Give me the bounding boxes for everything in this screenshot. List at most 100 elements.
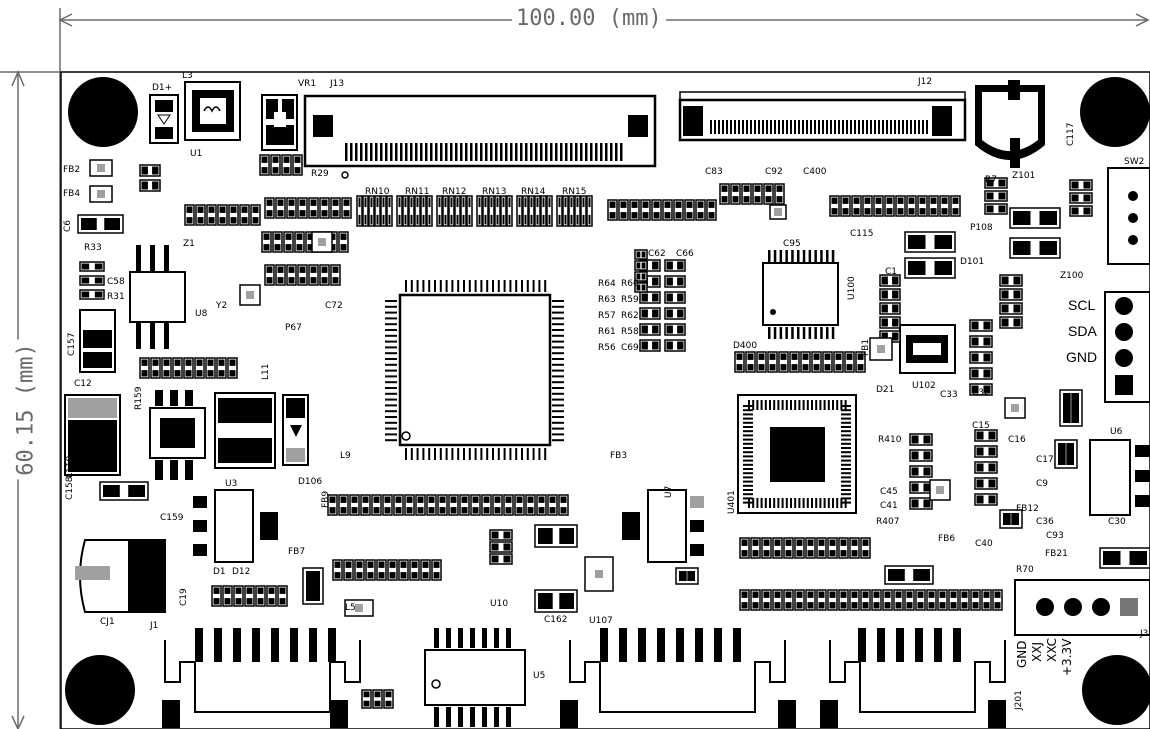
- label-u10: U10: [490, 599, 509, 609]
- ic-u100: [762, 250, 839, 339]
- label-c12: C12: [74, 379, 92, 389]
- label-c159: C159: [160, 513, 184, 523]
- power-jack-c117: [975, 80, 1045, 168]
- label-y2: Y2: [216, 301, 228, 311]
- label-j3: J3: [1140, 629, 1149, 639]
- label-d1: D1+: [152, 83, 173, 93]
- label-r159: R159: [134, 386, 144, 410]
- label-c162: C162: [544, 615, 568, 625]
- ic-u102: [899, 324, 956, 374]
- label-c66: C66: [676, 249, 694, 259]
- label-r56: R56: [598, 343, 616, 353]
- label-u8: U8: [195, 309, 208, 319]
- label-fb21: FB21: [1045, 549, 1068, 559]
- label-d12: D12: [232, 567, 251, 577]
- label-fb9: FB9: [321, 490, 331, 508]
- label-r64: R64: [598, 279, 616, 289]
- label-fb12: FB12: [1016, 504, 1039, 514]
- label-rn11: RN11: [405, 187, 430, 197]
- label-u5: U5: [533, 671, 546, 681]
- label-c16: C16: [1008, 435, 1026, 445]
- label-u1: U1: [190, 149, 203, 159]
- bottom-connector-left: [162, 640, 361, 728]
- label-r70: R70: [1016, 565, 1034, 575]
- label-c69: C69: [621, 343, 639, 353]
- label-l5: L5: [345, 603, 356, 613]
- label-c33: C33: [940, 390, 958, 400]
- label-r60: R60: [621, 279, 639, 289]
- label-r31: R31: [107, 292, 125, 302]
- label-l110: L110: [65, 455, 75, 478]
- inductor-l3: [184, 81, 241, 141]
- label-gnd: GND: [1066, 349, 1098, 365]
- label-c93: C93: [1046, 531, 1064, 541]
- label-c17: C17: [1036, 455, 1054, 465]
- label-sda: SDA: [1068, 323, 1097, 339]
- label-d400: D400: [733, 341, 758, 351]
- label-c15: C15: [972, 421, 990, 431]
- label-cj1: CJ1: [100, 617, 115, 627]
- label-rn10: RN10: [365, 187, 390, 197]
- label-c400: C400: [803, 167, 827, 177]
- label-fb1: FB1: [861, 338, 871, 356]
- passive-components: [77, 154, 1150, 709]
- main-qfp-ic: [385, 280, 564, 460]
- label-u107: U107: [589, 616, 613, 626]
- board-outline: [60, 71, 1150, 729]
- label-r29: R29: [311, 169, 329, 179]
- ic-u5: [424, 628, 526, 727]
- label-c95: C95: [783, 239, 801, 249]
- label-u7: U7: [664, 485, 674, 498]
- regulator-vr1: [261, 94, 298, 151]
- label-c41: C41: [880, 501, 898, 511]
- label-c115: C115: [850, 229, 874, 239]
- label-rn13: RN13: [482, 187, 507, 197]
- header-i2c: [1104, 291, 1150, 403]
- label-c158: C158: [65, 476, 75, 500]
- label-j3-gnd: GND: [1015, 640, 1029, 668]
- label-r61: R61: [598, 327, 616, 337]
- ic-u8: [129, 245, 186, 349]
- label-rn15: RN15: [562, 187, 587, 197]
- label-c62: C62: [648, 249, 666, 259]
- bottom-connector-right: [820, 640, 1006, 728]
- label-r63: R63: [598, 295, 616, 305]
- bottom-connector-middle: [560, 640, 796, 728]
- label-p67: P67: [285, 323, 302, 333]
- label-l9: L9: [340, 451, 351, 461]
- label-fb6: FB6: [938, 534, 956, 544]
- label-j13: J13: [330, 79, 345, 89]
- label-d21: D21: [876, 385, 895, 395]
- label-c36: C36: [1036, 517, 1054, 527]
- label-j3-3v3: +3.3V: [1060, 638, 1074, 676]
- label-c6: C6: [63, 219, 73, 232]
- label-fb7: FB7: [288, 547, 306, 557]
- label-u102: U102: [912, 381, 936, 391]
- label-r62: R62: [621, 311, 639, 321]
- left-power-parts: [64, 309, 309, 480]
- label-c117: C117: [1066, 122, 1076, 146]
- label-fb4: FB4: [63, 189, 81, 199]
- label-u6: U6: [1110, 427, 1123, 437]
- label-z1: Z1: [183, 239, 195, 249]
- label-sw2: SW2: [1124, 157, 1145, 167]
- label-d101: D101: [960, 257, 985, 267]
- label-j3-xxj: XXJ: [1030, 642, 1044, 662]
- label-r58: R58: [621, 327, 639, 337]
- ic-u6: [1089, 439, 1150, 516]
- label-c157: C157: [67, 332, 77, 356]
- label-scl: SCL: [1068, 297, 1096, 313]
- label-z100: Z100: [1060, 271, 1084, 281]
- label-u100: U100: [847, 276, 857, 300]
- height-dimension: 60.15 (mm): [13, 339, 39, 480]
- label-r410: R410: [878, 435, 902, 445]
- label-c19: C19: [179, 588, 189, 606]
- capacitor-cj1: [75, 539, 166, 613]
- label-z101: Z101: [1012, 171, 1036, 181]
- label-j201: J201: [1014, 690, 1024, 710]
- label-p108: P108: [970, 223, 993, 233]
- label-c32: C32: [972, 388, 990, 398]
- label-c83: C83: [705, 167, 723, 177]
- switch-sw2: [1107, 167, 1150, 265]
